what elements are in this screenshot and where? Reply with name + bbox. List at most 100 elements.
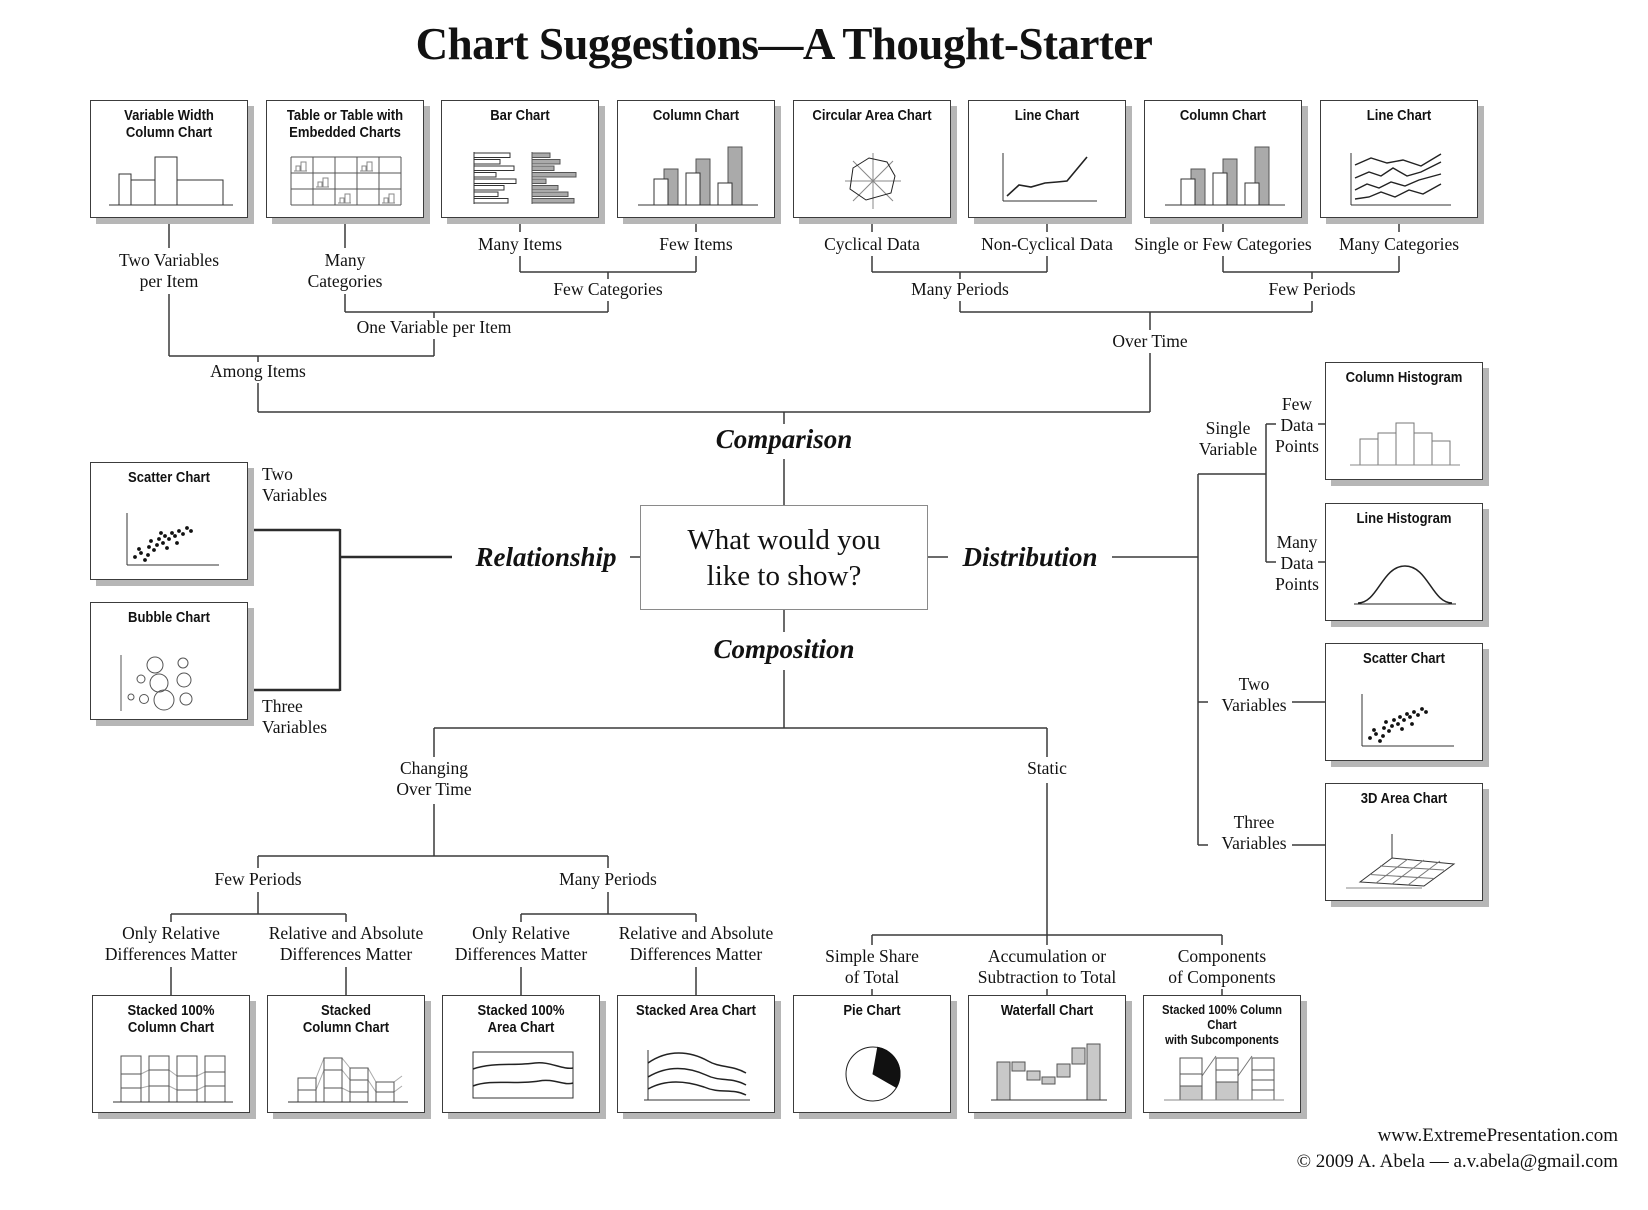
pie-chart-icon: [845, 1046, 901, 1102]
box-line-chart-many-categories: Line Chart: [1320, 100, 1478, 218]
box-table-embedded-charts: Table or Table with Embedded Charts: [266, 100, 424, 218]
box-title: Circular Area Chart: [812, 108, 932, 124]
box-title: Column Histogram: [1345, 370, 1463, 386]
label-two-variables-left: Two Variables: [262, 464, 328, 505]
label-three-variables-left: Three Variables: [262, 696, 328, 737]
box-stacked-100-area-chart: Stacked 100% Area Chart: [442, 995, 600, 1113]
box-title: Stacked Area Chart: [636, 1003, 756, 1019]
box-bubble-chart: Bubble Chart: [90, 602, 248, 720]
box-title: Stacked 100% Column Chart with Subcompon…: [1161, 1003, 1283, 1047]
bubble-chart-icon: [120, 655, 193, 711]
box-line-histogram: Line Histogram: [1325, 503, 1483, 621]
box-stacked-area-chart: Stacked Area Chart: [617, 995, 775, 1113]
label-many-data-points: Many Data Points: [1275, 532, 1319, 594]
label-one-variable-per-item: One Variable per Item: [356, 317, 512, 337]
box-title: Line Chart: [1366, 108, 1432, 124]
label-non-cyclical-data: Non-Cyclical Data: [981, 234, 1113, 254]
stacked-area-chart-icon: [644, 1050, 750, 1101]
stacked-column-chart-icon: [288, 1057, 408, 1103]
box-stacked-column-chart: Stacked Column Chart: [267, 995, 425, 1113]
waterfall-chart-icon: [991, 1043, 1107, 1101]
box-circular-area-chart: Circular Area Chart: [793, 100, 951, 218]
label-two-variables-per-item: Two Variables per Item: [118, 250, 220, 291]
label-few-periods-bottom: Few Periods: [214, 869, 302, 889]
box-title: Table or Table with Embedded Charts: [286, 108, 404, 141]
box-scatter-chart-right: Scatter Chart: [1325, 643, 1483, 761]
box-title: Column Chart: [652, 108, 740, 124]
label-many-periods-bottom: Many Periods: [559, 869, 657, 889]
box-title: Stacked Column Chart: [302, 1003, 390, 1036]
label-relative-absolute-1: Relative and Absolute Differences Matter: [268, 923, 424, 964]
scatter-chart-icon: [1361, 694, 1454, 747]
scatter-chart-icon: [126, 513, 219, 566]
label-components: Components of Components: [1168, 946, 1276, 987]
table-embedded-charts-icon: [290, 156, 402, 206]
label-simple-share: Simple Share of Total: [825, 946, 919, 987]
box-title: 3D Area Chart: [1360, 791, 1448, 807]
box-scatter-chart-left: Scatter Chart: [90, 462, 248, 580]
label-only-relative-2: Only Relative Differences Matter: [454, 923, 588, 964]
stacked-100-column-chart-icon: [113, 1055, 233, 1103]
box-title: Stacked 100% Column Chart: [127, 1003, 215, 1036]
center-question-text: What would you like to show?: [687, 523, 881, 592]
box-column-histogram: Column Histogram: [1325, 362, 1483, 480]
box-variable-width-column-chart: Variable Width Column Chart: [90, 100, 248, 218]
box-column-chart-single-few: Column Chart: [1144, 100, 1302, 218]
label-single-variable: Single Variable: [1198, 418, 1258, 459]
label-changing-over-time: Changing Over Time: [396, 758, 472, 799]
label-few-categories: Few Categories: [553, 279, 663, 299]
box-column-chart-few-items: Column Chart: [617, 100, 775, 218]
box-title: Stacked 100% Area Chart: [477, 1003, 565, 1036]
box-line-chart-noncyclical: Line Chart: [968, 100, 1126, 218]
box-title: Bubble Chart: [128, 610, 210, 626]
circular-area-chart-icon: [845, 153, 901, 209]
label-cyclical-data: Cyclical Data: [824, 234, 920, 254]
label-relative-absolute-2: Relative and Absolute Differences Matter: [618, 923, 774, 964]
box-bar-chart: Bar Chart: [441, 100, 599, 218]
multi-line-chart-icon: [1350, 153, 1451, 206]
label-many-items: Many Items: [477, 234, 563, 254]
branch-distribution: Distribution: [962, 542, 1098, 572]
line-histogram-icon: [1354, 565, 1456, 605]
label-many-periods-top: Many Periods: [911, 279, 1009, 299]
page-title: Chart Suggestions—A Thought-Starter: [415, 19, 1153, 69]
box-title: Line Chart: [1014, 108, 1080, 124]
label-single-or-few-categories: Single or Few Categories: [1134, 234, 1312, 254]
label-few-data-points: Few Data Points: [1275, 394, 1319, 456]
stacked-100-area-chart-icon: [472, 1051, 574, 1099]
box-pie-chart: Pie Chart: [793, 995, 951, 1113]
variable-width-column-chart-icon: [109, 156, 233, 206]
box-title: Line Histogram: [1356, 511, 1452, 527]
3d-area-chart-icon: [1346, 834, 1456, 889]
branch-relationship: Relationship: [475, 542, 617, 572]
box-title: Scatter Chart: [1363, 651, 1445, 667]
label-accumulation: Accumulation or Subtraction to Total: [977, 946, 1117, 987]
box-stacked-100-column-chart: Stacked 100% Column Chart: [92, 995, 250, 1113]
box-title: Variable Width Column Chart: [124, 108, 214, 141]
label-only-relative-1: Only Relative Differences Matter: [104, 923, 238, 964]
box-3d-area-chart: 3D Area Chart: [1325, 783, 1483, 901]
box-title: Scatter Chart: [128, 470, 210, 486]
box-title: Column Chart: [1179, 108, 1267, 124]
label-few-items: Few Items: [659, 234, 733, 254]
label-many-categories-left: Many Categories: [307, 250, 383, 291]
label-among-items: Among Items: [210, 361, 306, 381]
label-over-time: Over Time: [1112, 331, 1188, 351]
label-many-categories-right: Many Categories: [1338, 234, 1460, 254]
center-question-box: What would you like to show?: [640, 505, 928, 610]
bar-chart-icon: [473, 152, 577, 204]
column-chart-icon: [638, 146, 758, 206]
box-title: Waterfall Chart: [1000, 1003, 1094, 1019]
label-few-periods-top: Few Periods: [1268, 279, 1356, 299]
line-chart-icon: [1002, 153, 1097, 202]
column-histogram-icon: [1350, 422, 1460, 466]
box-title: Pie Chart: [843, 1003, 901, 1019]
label-three-variables-right: Three Variables: [1221, 812, 1287, 853]
branch-composition: Composition: [713, 634, 855, 664]
box-waterfall-chart: Waterfall Chart: [968, 995, 1126, 1113]
box-stacked-100-column-subcomponents: Stacked 100% Column Chart with Subcompon…: [1143, 995, 1301, 1113]
box-title: Bar Chart: [490, 108, 550, 124]
footer-copyright: © 2009 A. Abela — a.v.abela@gmail.com: [1296, 1151, 1618, 1172]
